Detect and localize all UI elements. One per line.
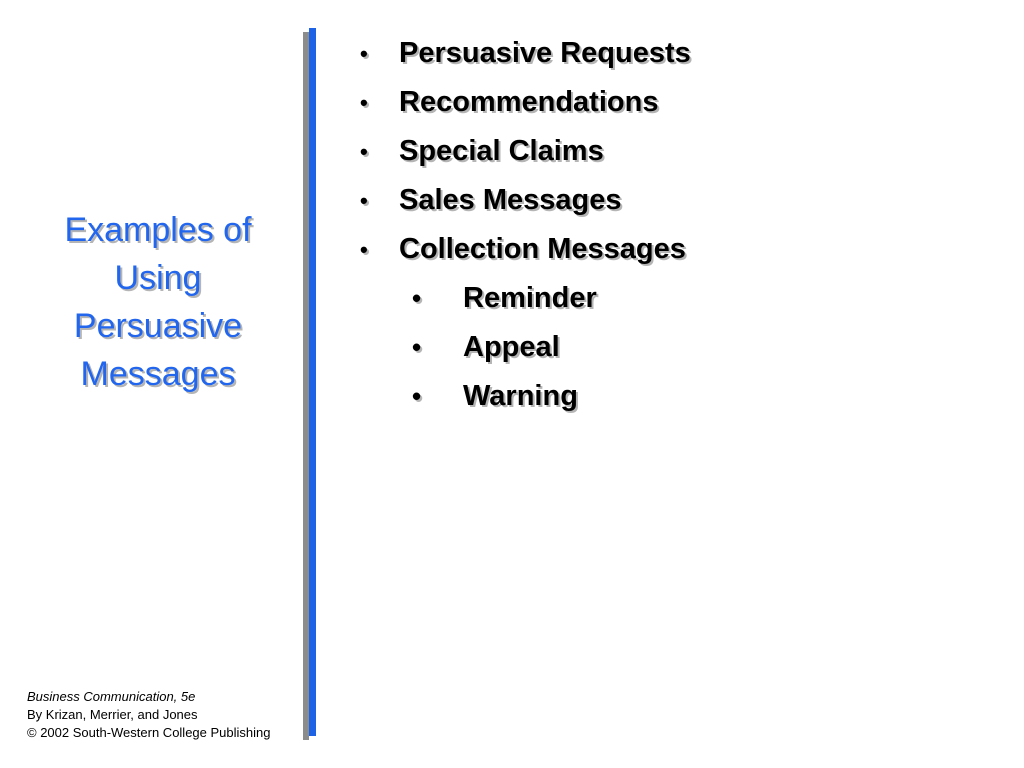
divider-bar	[309, 28, 316, 736]
title-line: Persuasive	[73, 307, 243, 345]
bullet-label: Special Claims	[399, 135, 604, 167]
bullet-label: Collection Messages	[399, 233, 686, 265]
footer-credits: Business Communication, 5e By Krizan, Me…	[27, 688, 270, 742]
divider-bar-shadow	[303, 32, 309, 740]
bullet-dot-icon: •	[412, 332, 422, 362]
slide-title: Examples of Using Persuasive Messages	[20, 206, 296, 398]
bullet-dot-icon: •	[412, 381, 422, 411]
title-line: Using	[114, 259, 202, 297]
bullet-dot-icon: •	[360, 139, 368, 164]
bullet-dot-icon: •	[360, 41, 368, 66]
bullet-dot-icon: •	[360, 90, 368, 115]
title-line: Examples of	[64, 211, 252, 249]
bullet-dot-icon: •	[360, 188, 368, 213]
bullet-dot-icon: •	[360, 237, 368, 262]
footer-book-title: Business Communication, 5e	[27, 689, 196, 704]
bullet-dot-icon: •	[412, 283, 422, 313]
sub-bullet-label: Warning	[463, 380, 578, 412]
bullet-label: Persuasive Requests	[399, 37, 691, 69]
bullet-label: Recommendations	[399, 86, 659, 118]
footer-copyright: © 2002 South-Western College Publishing	[27, 725, 271, 740]
bullet-label: Sales Messages	[399, 184, 622, 216]
sub-bullet-label: Appeal	[463, 331, 560, 363]
sub-bullet-label: Reminder	[463, 282, 597, 314]
footer-authors: By Krizan, Merrier, and Jones	[27, 707, 198, 722]
title-line: Messages	[80, 355, 236, 393]
